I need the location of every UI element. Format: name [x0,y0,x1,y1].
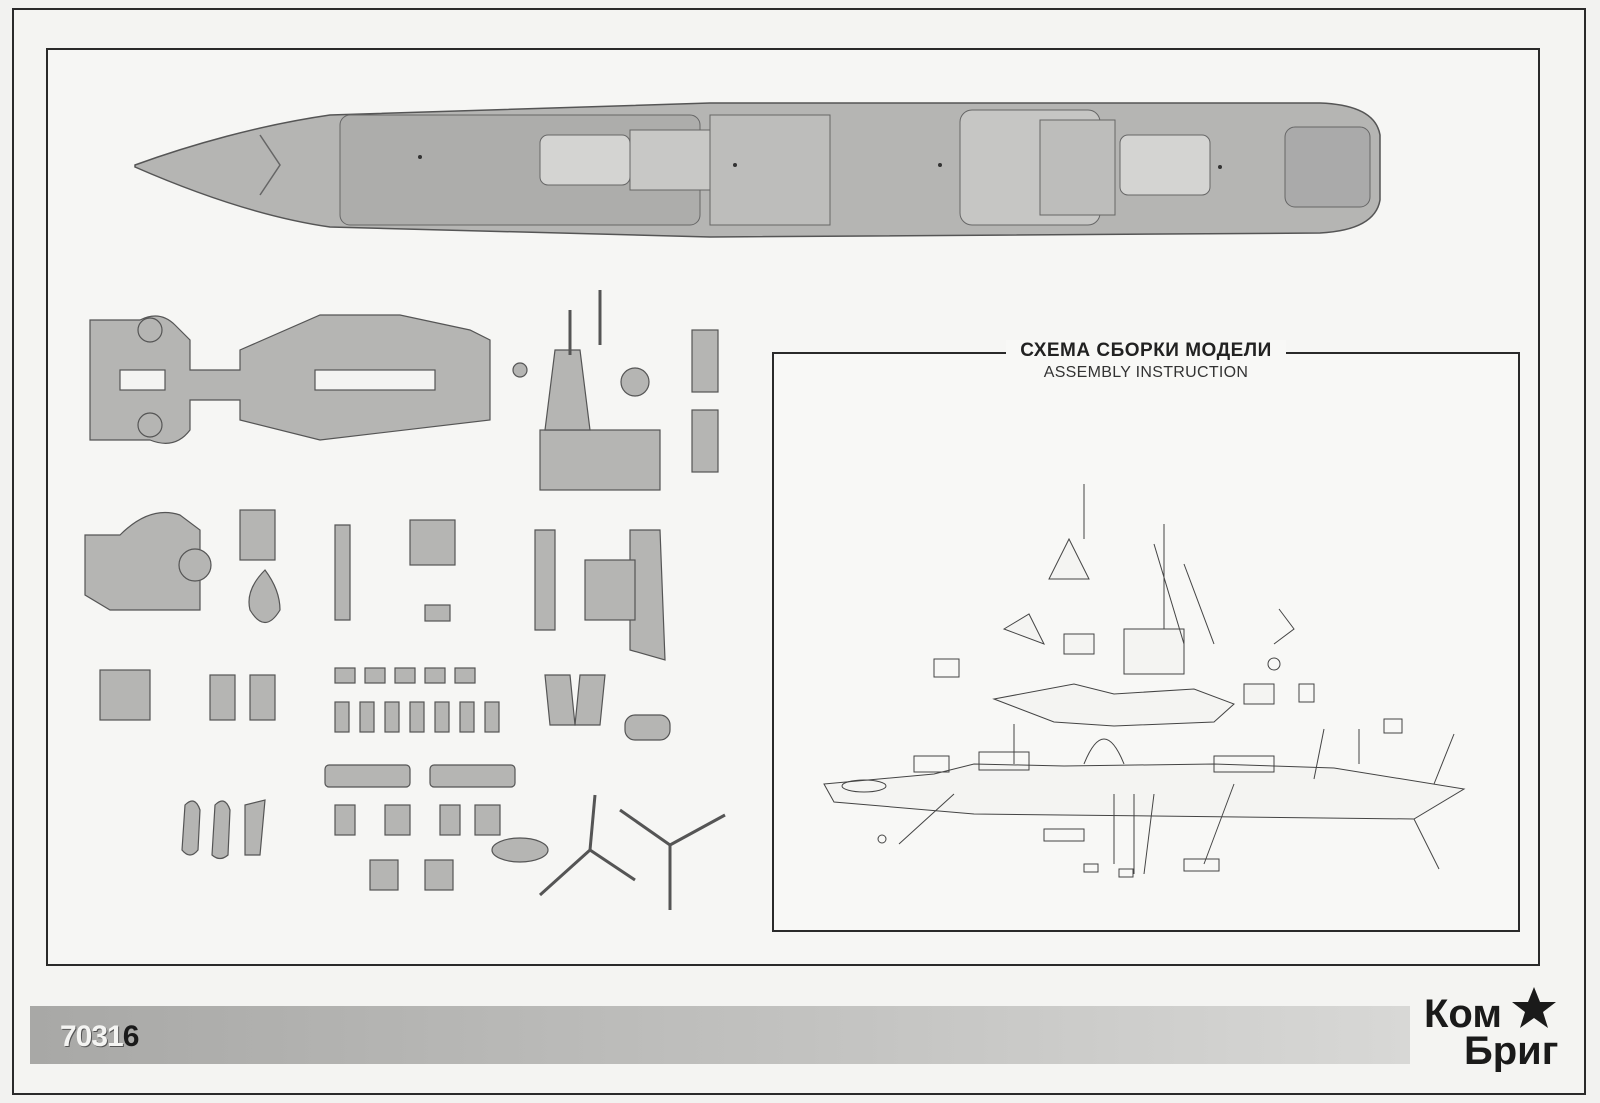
catalog-number-suffix: 6 [122,1020,140,1053]
logo-text-line2: Бриг [1464,1029,1558,1072]
hull-top-view [134,102,1381,238]
parts-layout [84,290,726,910]
footer-bar [30,1006,1410,1064]
logo-text-line1: Ком [1424,992,1502,1036]
assembly-instruction-panel: СХЕМА СБОРКИ МОДЕЛИ ASSEMBLY INSTRUCTION [772,340,1520,932]
catalog-number-prefix: 7031 [60,1020,124,1053]
assembly-title-en: ASSEMBLY INSTRUCTION [1043,364,1249,381]
kombrig-logo: Ком Бриг [1424,987,1558,1072]
exploded-assembly-diagram [823,484,1466,878]
catalog-number: 70316 [60,1020,140,1054]
assembly-title-ru: СХЕМА СБОРКИ МОДЕЛИ [1006,340,1286,362]
assembly-title: СХЕМА СБОРКИ МОДЕЛИ ASSEMBLY INSTRUCTION [774,340,1518,382]
